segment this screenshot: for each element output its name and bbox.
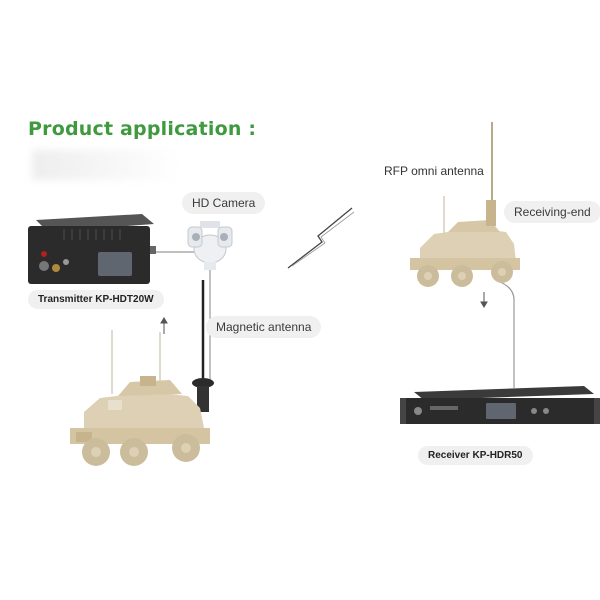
arrow-up-icon [160, 317, 168, 334]
receiver-device [400, 386, 600, 424]
arrow-down-icon [480, 292, 488, 308]
transmitter-screen [98, 252, 132, 276]
receiver-label: Receiver KP-HDR50 [418, 446, 533, 465]
ptz-camera-icon [187, 221, 233, 270]
page-title: Product application : [28, 118, 257, 140]
lightning-bolt-icon [287, 207, 355, 269]
cable-vehicle-receiver [499, 281, 515, 388]
magnetic-antenna [192, 280, 214, 412]
rfp-omni-antenna-label: RFP omni antenna [384, 164, 484, 178]
magnetic-antenna-label: Magnetic antenna [206, 316, 322, 338]
receiving-vehicle [410, 122, 520, 287]
receiving-end-label: Receiving-end [504, 201, 600, 223]
transmitter-label: Transmitter KP-HDT20W [28, 290, 164, 309]
armored-vehicle-icon [70, 330, 210, 466]
receiver-screen [486, 403, 516, 419]
title-reflection [32, 150, 182, 180]
transmitter-device [28, 214, 156, 284]
hd-camera-label: HD Camera [182, 192, 266, 214]
